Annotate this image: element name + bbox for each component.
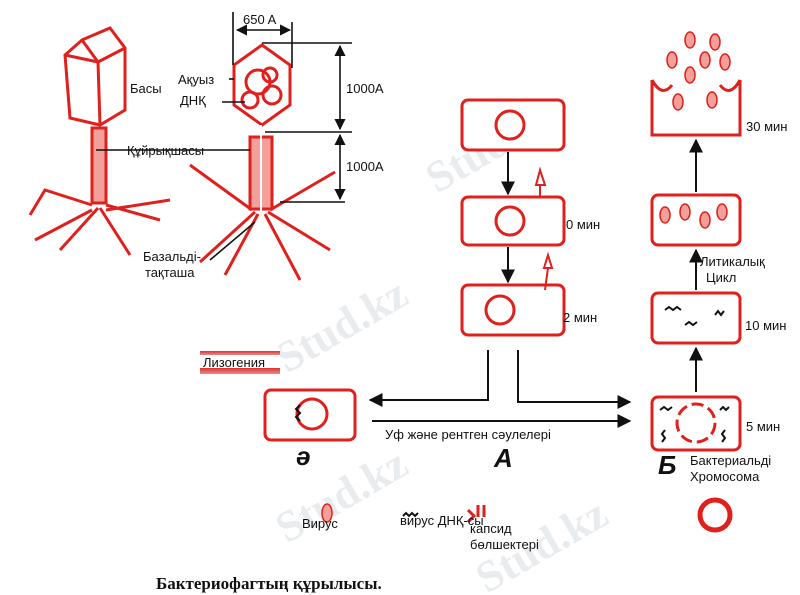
legend-virus: Вирус bbox=[302, 516, 338, 531]
lysogeny-label: Лизогения bbox=[200, 348, 280, 376]
dna-label: ДНҚ bbox=[180, 93, 206, 108]
phage-section bbox=[189, 43, 336, 281]
base-plate-label: тақташа bbox=[145, 265, 195, 280]
arrow-label: Уф және рентген сәулелері bbox=[385, 427, 551, 442]
letter-a: A bbox=[494, 443, 513, 473]
caption: Бактериофагтың құрылысы. bbox=[156, 574, 382, 593]
virus-particles bbox=[321, 31, 731, 523]
legend-capsid: бөлшектері bbox=[470, 537, 539, 552]
dimension-lines bbox=[96, 12, 352, 261]
tail-label: Құйрықшасы bbox=[127, 143, 205, 158]
legend-capsid: капсид bbox=[470, 521, 512, 536]
chromosome-label: Хромосома bbox=[690, 469, 760, 484]
phage-3d bbox=[28, 26, 171, 256]
lytic-label: Литикалық bbox=[700, 254, 765, 269]
width-label: 650 A bbox=[243, 12, 277, 27]
time-label: 5 мин bbox=[746, 419, 781, 434]
head-label: Басы bbox=[130, 81, 162, 96]
virus-legend-icon bbox=[321, 503, 333, 523]
letter-b: Б bbox=[658, 450, 677, 480]
time-label: 30 мин bbox=[746, 119, 788, 134]
time-label: 2 мин bbox=[563, 310, 598, 325]
protein-label: Ақуыз bbox=[178, 72, 215, 87]
chromosome-label: Бактериальді bbox=[690, 453, 772, 468]
cells-column-b bbox=[263, 79, 742, 533]
time-label: 0 мин bbox=[566, 217, 601, 232]
letter-schwa: ə bbox=[296, 441, 311, 471]
lytic-label: Цикл bbox=[706, 270, 737, 285]
capsid-legend-icon bbox=[466, 505, 486, 524]
tail-height-label: 1000A bbox=[346, 159, 384, 174]
legend-virus-dna: вирус ДНҚ-сы bbox=[400, 513, 484, 528]
arrows bbox=[368, 138, 703, 428]
viral-dna bbox=[294, 305, 730, 518]
lysogeny-text: Лизогения bbox=[203, 355, 266, 370]
cells-column-a bbox=[460, 98, 566, 337]
base-plate-label: Базальді- bbox=[143, 249, 201, 264]
head-height-label: 1000A bbox=[346, 81, 384, 96]
time-label: 10 мин bbox=[745, 318, 787, 333]
